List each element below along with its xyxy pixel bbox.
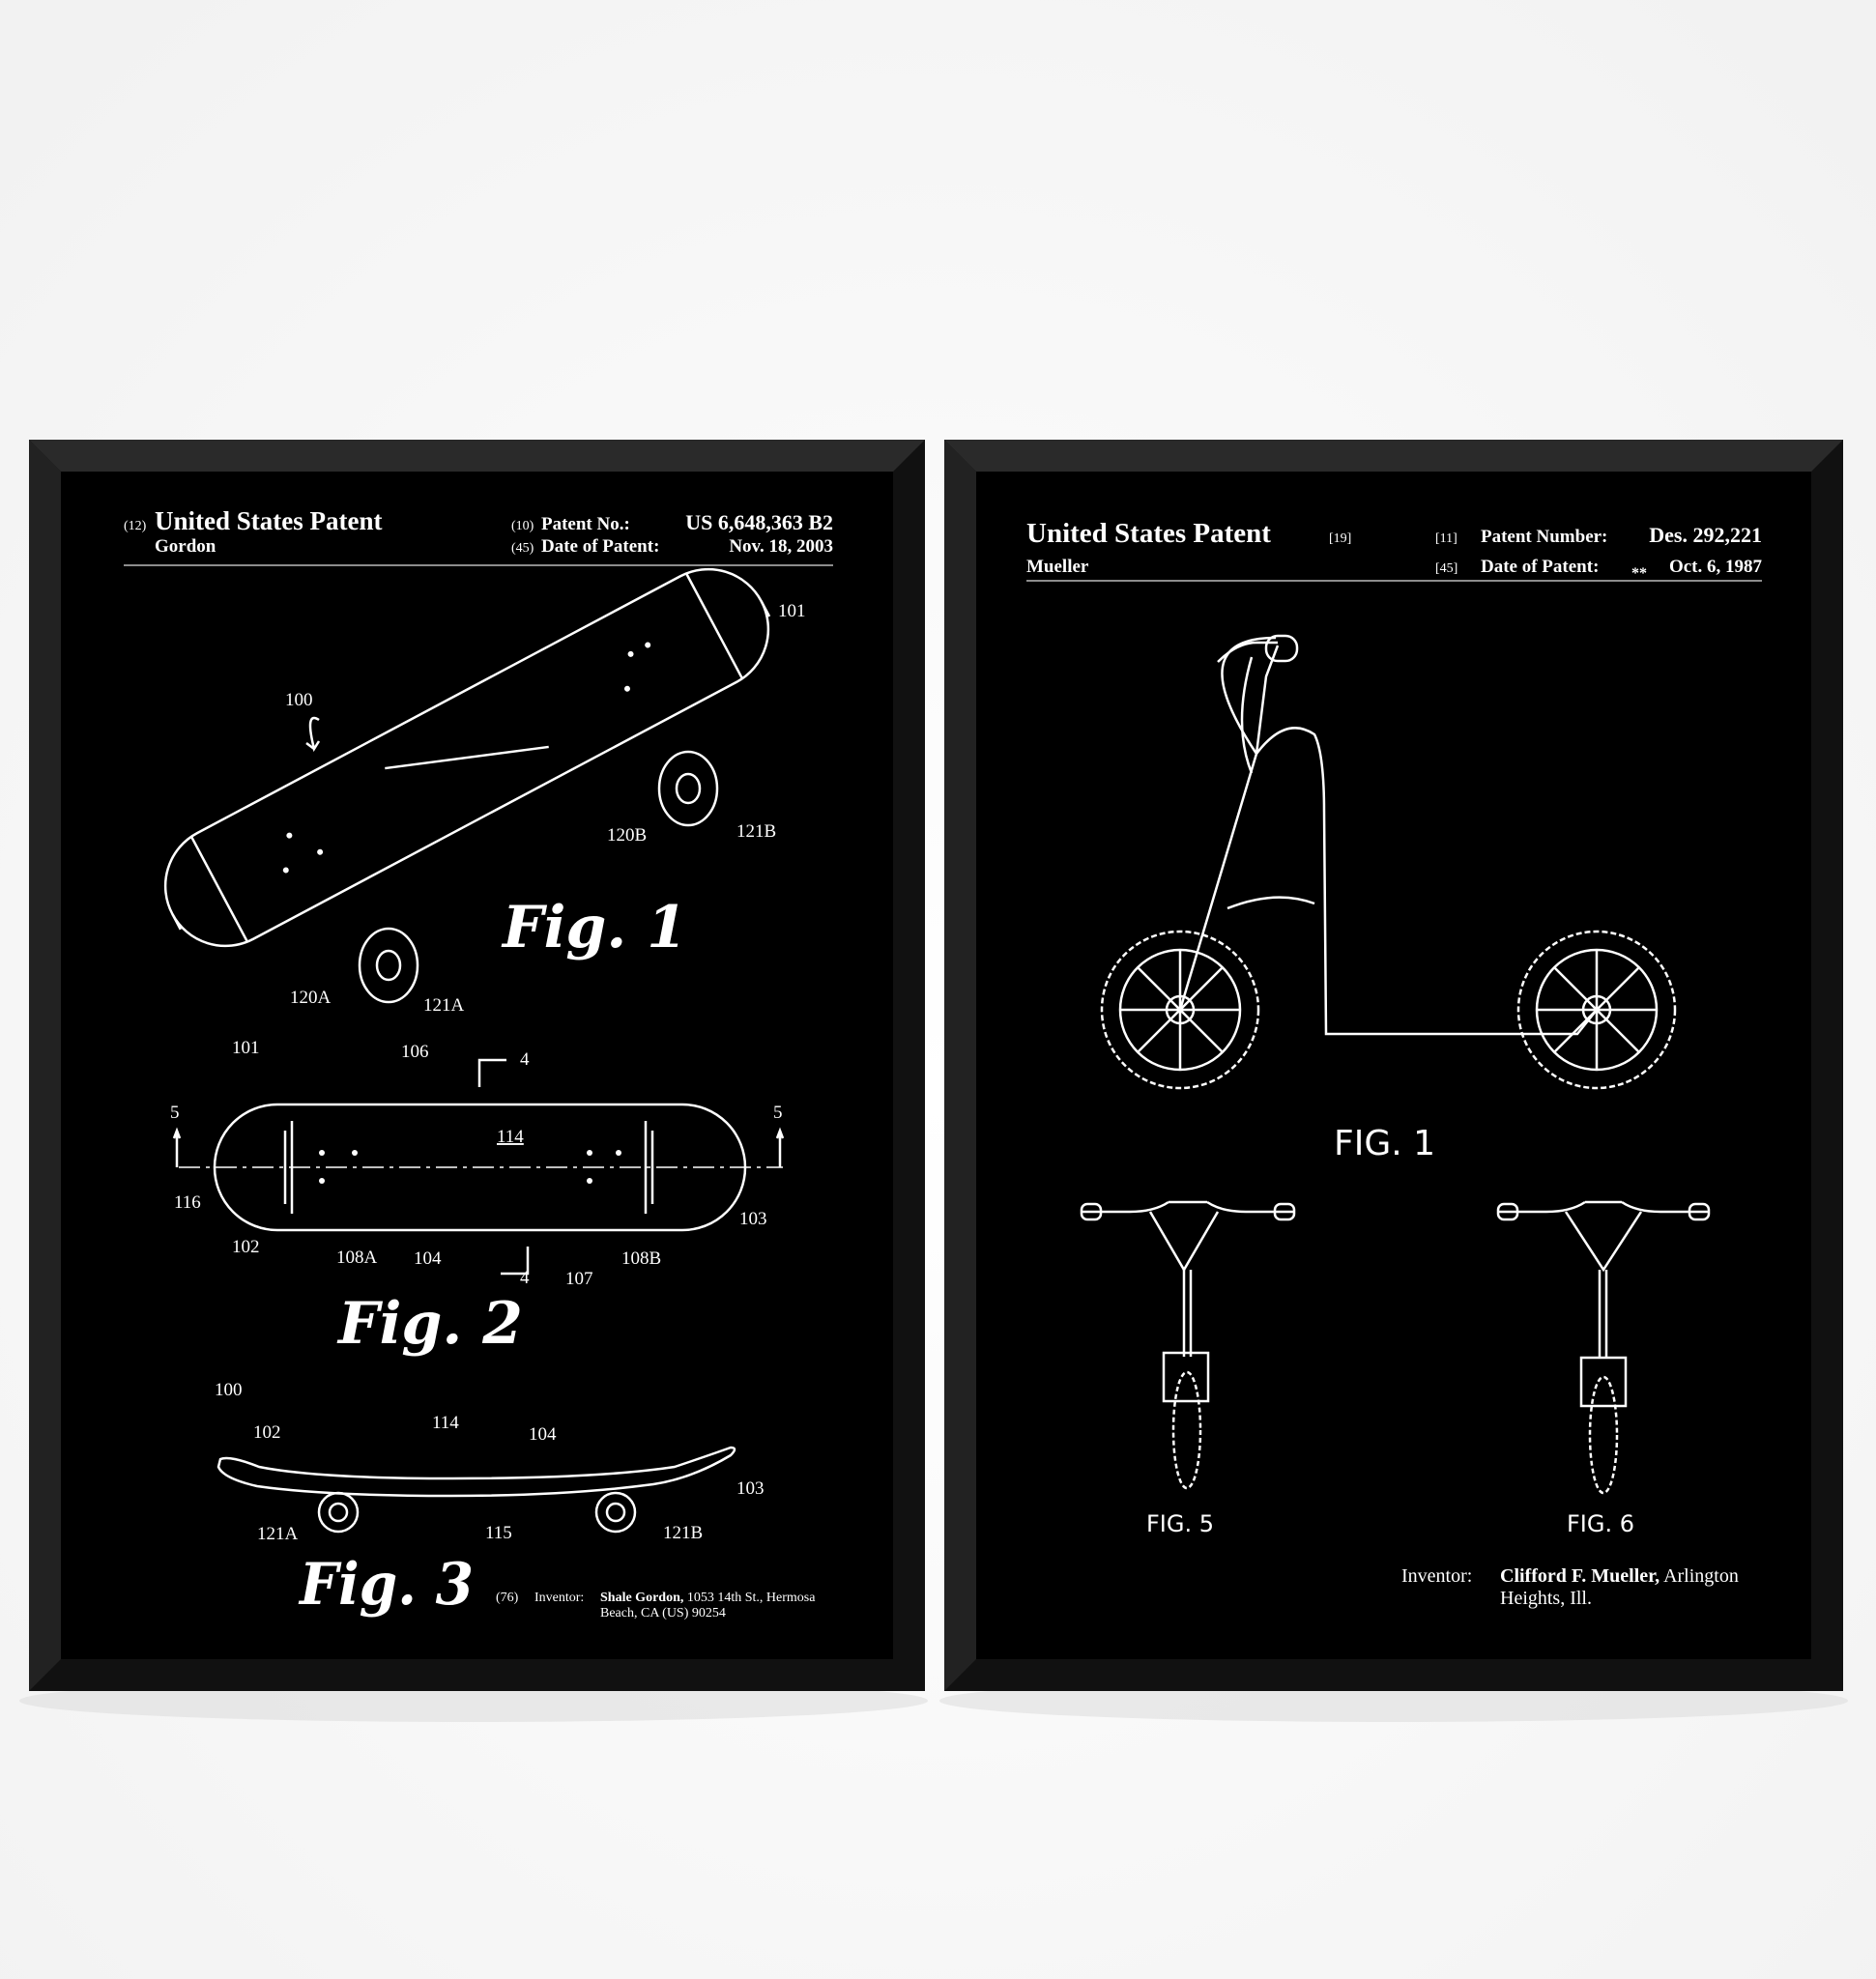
inventor-code: (76) [496, 1591, 519, 1605]
ref-label: 116 [174, 1192, 201, 1213]
ref-label: 121A [257, 1524, 299, 1544]
inventor-line1: Shale Gordon, 1053 14th St., Hermosa [600, 1591, 816, 1605]
fig3-reference-labels: 100 102 114 104 103 121A 115 121B [215, 1380, 765, 1544]
left-inventor-block: (76) Inventor: Shale Gordon, 1053 14th S… [496, 1591, 816, 1620]
ref-label: 121B [736, 821, 776, 842]
inventor-line1: Clifford F. Mueller, Arlington [1500, 1565, 1739, 1587]
ref-label: 5 [170, 1103, 180, 1123]
ref-label: 120B [607, 825, 647, 846]
ref-label: 108B [621, 1248, 661, 1269]
ref-label: 103 [739, 1209, 767, 1229]
fig6-caption: FIG. 6 [1567, 1510, 1634, 1537]
skateboard-fig3-drawing [216, 1446, 736, 1534]
ref-label: 100 [215, 1380, 243, 1400]
ref-label: 104 [414, 1248, 442, 1269]
patent-number: Des. 292,221 [1649, 523, 1762, 547]
fig3-caption: Fig. 3 [298, 1551, 474, 1619]
ref-label: 106 [401, 1042, 429, 1062]
ref-label: 104 [529, 1424, 557, 1445]
code-12: (12) [124, 519, 147, 533]
right-poster-frame [944, 440, 1843, 1691]
ref-label: 102 [232, 1237, 260, 1257]
ref-label: 102 [253, 1422, 281, 1443]
inventor-label: Inventor: [534, 1591, 584, 1605]
inventor-surname: Mueller [1026, 557, 1089, 577]
left-patent-header: (12) United States Patent Gordon (10) Pa… [124, 506, 833, 566]
left-poster-frame [29, 440, 925, 1691]
fig1-caption: Fig. 1 [501, 894, 687, 961]
ref-label: 4 [520, 1268, 530, 1288]
patent-date: Nov. 18, 2003 [729, 536, 833, 557]
ref-label: 100 [285, 690, 313, 710]
ref-label: 4 [520, 1049, 530, 1070]
scooter-fig1-drawing [1100, 634, 1677, 1090]
ref-label: 120A [290, 988, 332, 1008]
right-patent-header: United States Patent [19] Mueller [11] P… [1026, 518, 1762, 582]
fig2-reference-labels: 101 106 4 5 5 114 116 103 102 108A 104 1… [170, 1038, 783, 1289]
fig1-reference-labels: 100 101 120B 121B 120A 121A [285, 601, 806, 1016]
ref-label: 5 [773, 1103, 783, 1123]
patent-date: Oct. 6, 1987 [1669, 557, 1763, 577]
ref-label: 121B [663, 1523, 703, 1543]
code-19: [19] [1329, 531, 1351, 546]
fig5-caption: FIG. 5 [1146, 1510, 1214, 1537]
ref-label: 103 [736, 1478, 765, 1499]
ref-label: 101 [778, 601, 806, 621]
ref-label: 114 [432, 1413, 459, 1433]
date-label: Date of Patent: [541, 536, 659, 557]
code-10: (10) [511, 519, 534, 533]
skateboard-fig1-drawing [163, 567, 771, 1004]
code-45: (45) [511, 541, 534, 556]
patent-no-label: Patent No.: [541, 514, 630, 534]
patent-number-label: Patent Number: [1481, 527, 1607, 547]
patent-no: US 6,648,363 B2 [685, 510, 833, 534]
inventor-label: Inventor: [1401, 1565, 1472, 1587]
patent-title: United States Patent [155, 506, 382, 535]
ref-label: 108A [336, 1248, 378, 1268]
ref-label: 114 [497, 1127, 524, 1147]
inventor-surname: Gordon [155, 536, 216, 557]
date-mark: ** [1631, 565, 1647, 582]
scooter-fig6-drawing [1496, 1200, 1711, 1495]
patent-title: United States Patent [1026, 518, 1271, 549]
ref-label: 121A [423, 995, 465, 1016]
right-inventor-block: Inventor: Clifford F. Mueller, Arlington… [1401, 1565, 1739, 1609]
fig2-caption: Fig. 2 [336, 1290, 523, 1358]
ref-label: 107 [565, 1269, 593, 1289]
code-45: [45] [1435, 561, 1458, 576]
scooter-fig5-drawing [1080, 1200, 1296, 1490]
ref-label: 101 [232, 1038, 260, 1058]
date-label: Date of Patent: [1481, 557, 1599, 577]
fig1-caption: FIG. 1 [1334, 1124, 1435, 1163]
inventor-line2: Heights, Ill. [1500, 1588, 1592, 1609]
ref-label: 115 [485, 1523, 512, 1543]
inventor-line2: Beach, CA (US) 90254 [600, 1606, 726, 1620]
code-11: [11] [1435, 531, 1458, 546]
skateboard-fig2-drawing [172, 1058, 785, 1276]
